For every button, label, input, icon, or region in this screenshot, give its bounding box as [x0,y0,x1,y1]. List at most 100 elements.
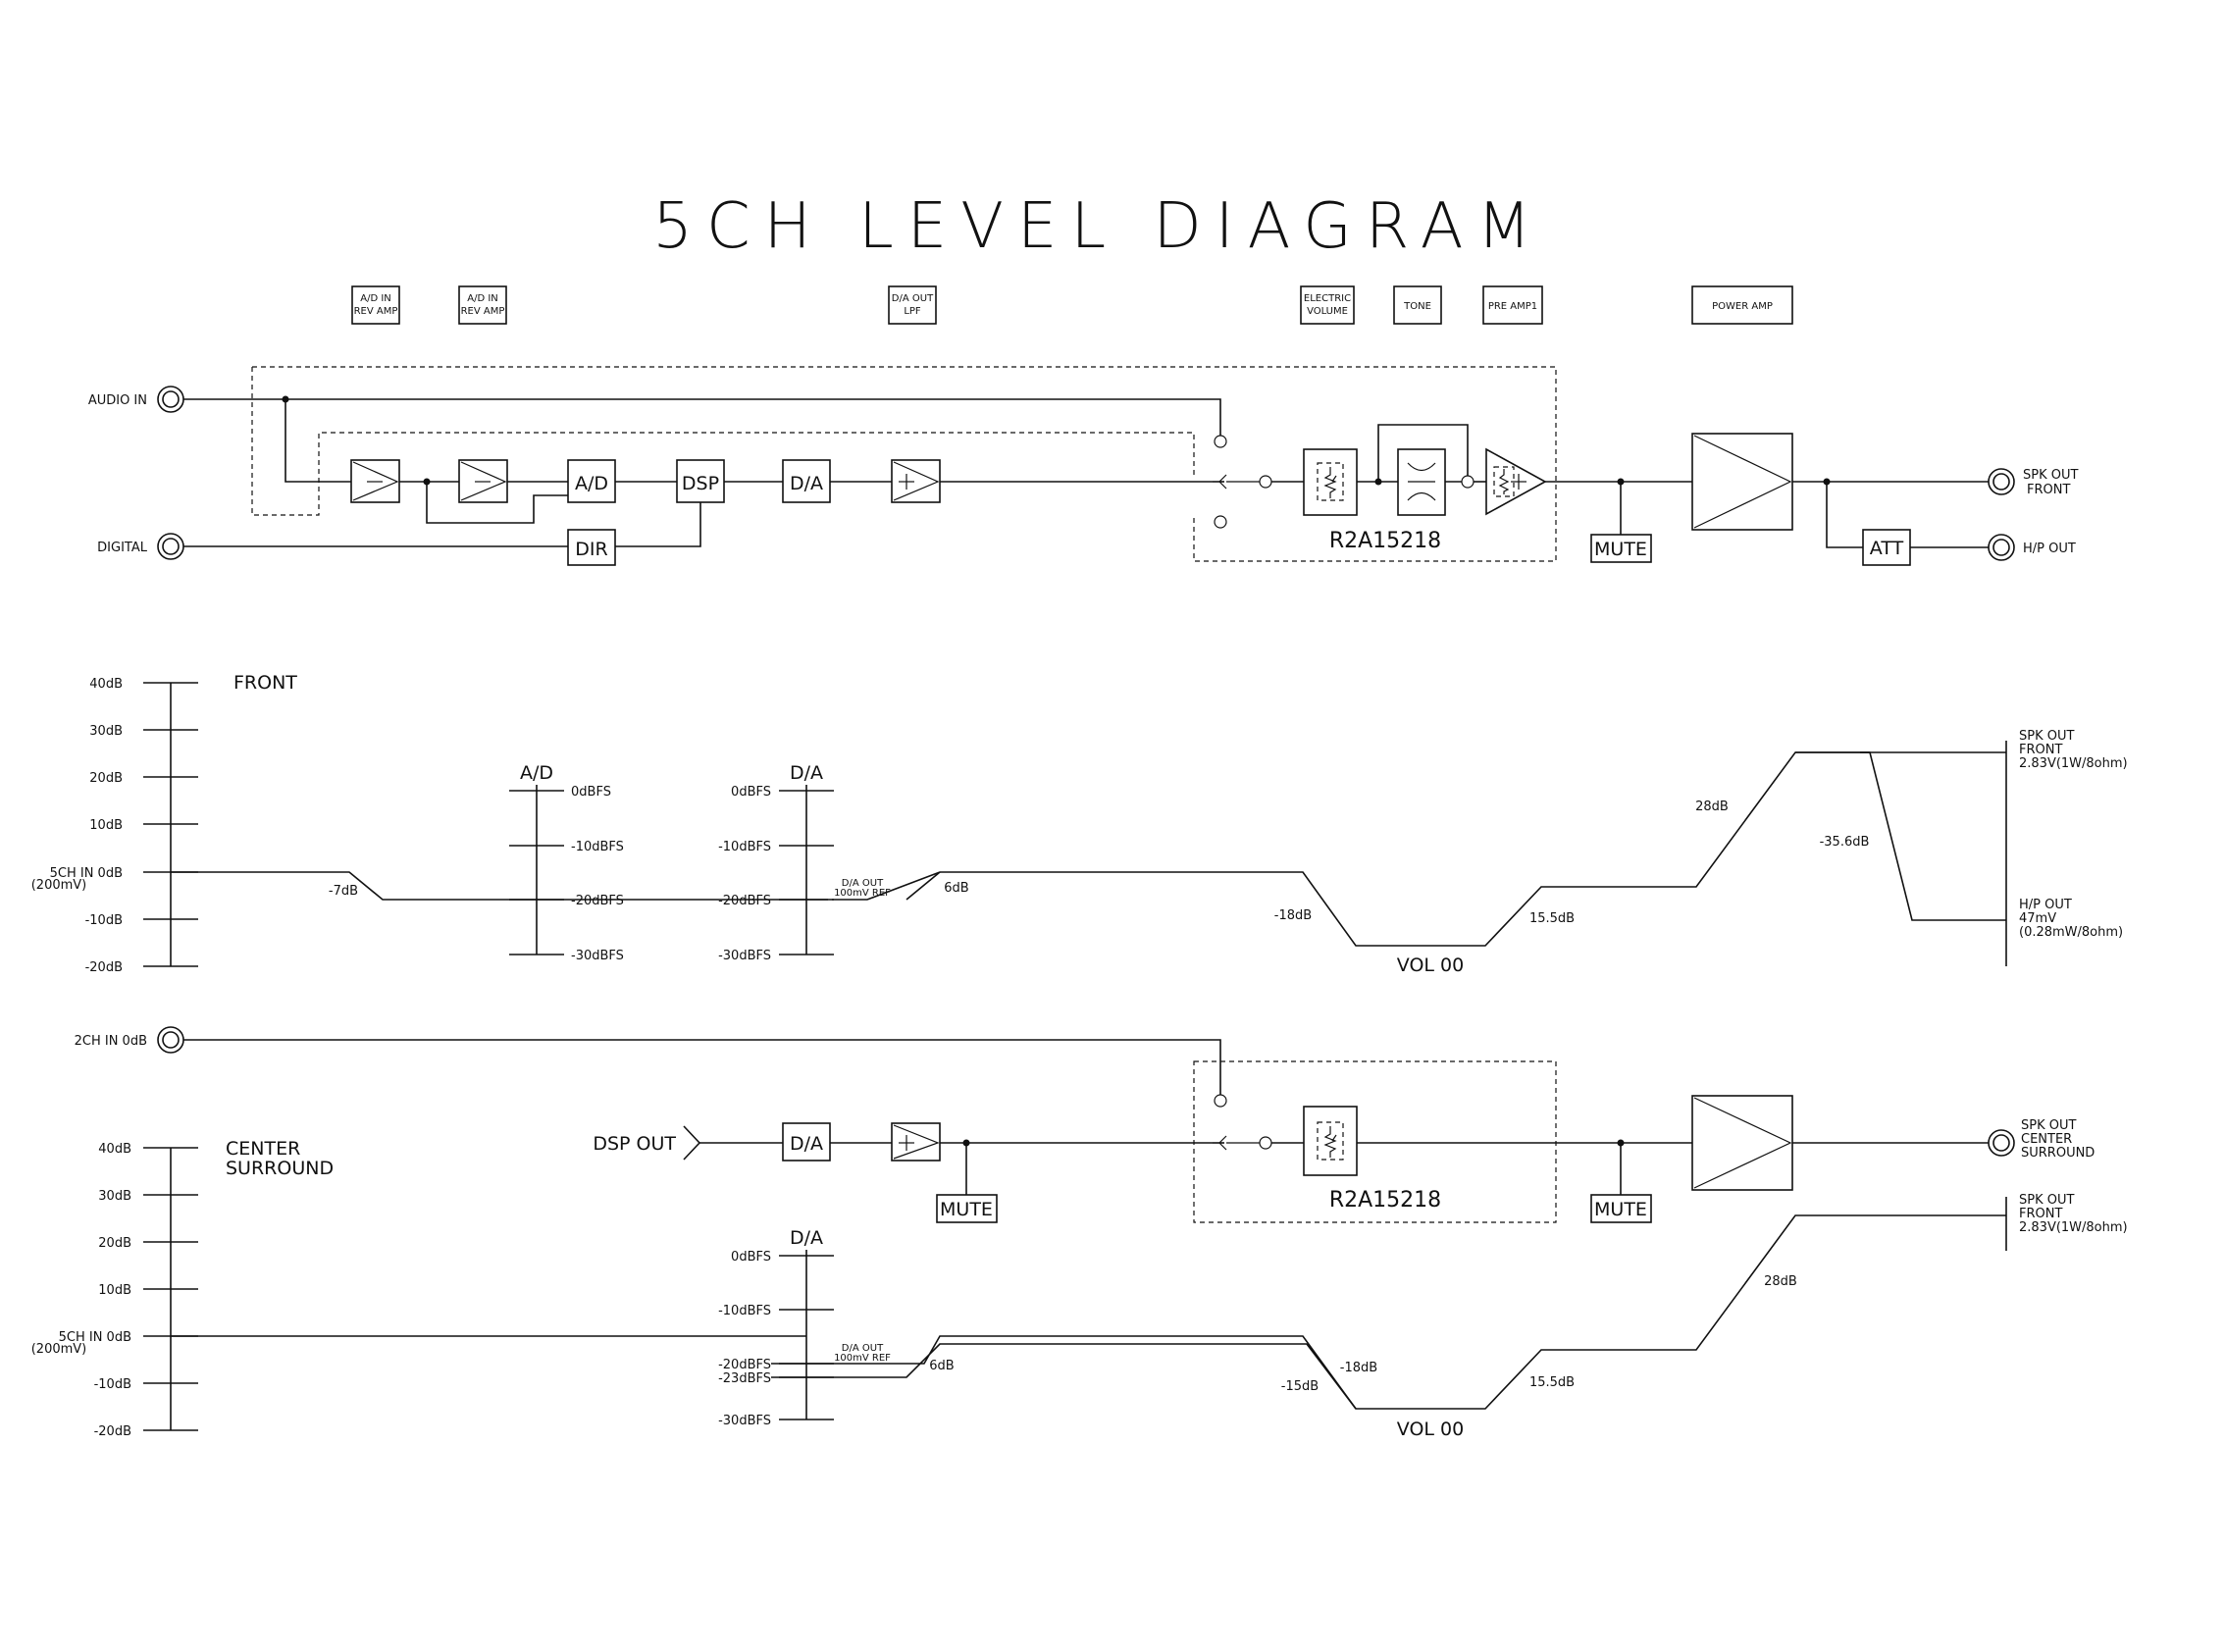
in-2ch-jack-icon [157,1026,184,1054]
da-label: D/A [790,473,823,494]
dashed-outline [251,367,1195,516]
stage-label-line: TONE [1403,301,1431,312]
digital-in-jack-icon [157,533,184,560]
dashed-outline [252,366,1557,562]
annotation: 6dB [929,1359,954,1373]
stage-label-line: LPF [904,306,921,317]
out-hp-label: H/P OUT [2019,898,2072,912]
scale-label: 0dBFS [731,785,771,800]
da-ref-label: D/A OUT [842,878,884,889]
da-converter-block [782,1122,831,1162]
stage-label-power-amp: POWER AMP [1691,285,1793,325]
center-level-trace [771,1343,1357,1410]
power-amp-icon [1691,433,1793,531]
annotation: 28dB [1695,800,1729,814]
scale-label: -30dBFS [718,949,771,963]
spk-out-label: SPK OUT [2021,1118,2076,1133]
stage-label-line: POWER AMP [1712,301,1773,312]
electric-volume-icon [1303,1106,1358,1176]
center-heading: SURROUND [226,1158,334,1179]
mute-label: MUTE [1594,1199,1647,1220]
ic-part-number: R2A15218 [1329,529,1441,553]
att-label: ATT [1870,538,1904,559]
mute-label: MUTE [1594,539,1647,560]
annotation: 15.5dB [1529,1375,1575,1390]
out-spk-label: 2.83V(1W/8ohm) [2019,756,2128,771]
stage-label-line: REV AMP [354,306,398,317]
scale-label: 40dB [89,677,123,692]
annotation: -18dB [1274,908,1312,923]
switch-terminal [1214,435,1227,448]
stage-label-line: A/D IN [360,293,391,304]
scale-label: 40dB [98,1142,131,1157]
stage-label-line: A/D IN [467,293,498,304]
dsp-out-label: DSP OUT [593,1133,676,1155]
hp-out-jack-icon [1988,534,2015,561]
out-hp-label: (0.28mW/8ohm) [2019,925,2123,940]
scale-label: 20dB [98,1236,131,1251]
mute-block [1590,1194,1652,1223]
scale-label: -20dBFS [718,1358,771,1372]
da-scale-title: D/A [790,762,823,784]
electric-volume-icon [1303,448,1358,516]
scale-label: 5CH IN 0dB [50,866,123,881]
annotation: VOL 00 [1397,955,1464,976]
scale-label: -10dB [85,913,123,928]
front-block-diagram: AUDIO IN A/D DSP D [88,366,2078,566]
scale-label: -10dBFS [718,840,771,854]
audio-in-label: AUDIO IN [88,393,147,408]
scale-label: -20dB [85,960,123,975]
annotation: -15dB [1281,1379,1319,1394]
in-2ch-label: 2CH IN 0dB [75,1034,147,1049]
scale-label: -30dBFS [571,949,624,963]
annotation: VOL 00 [1397,1419,1464,1440]
front-heading: FRONT [233,672,297,694]
out-hp-label: 47mV [2019,911,2056,926]
scale-label: 10dB [98,1283,131,1298]
stage-label-ad-in-2: A/D IN REV AMP [458,285,507,325]
audio-in-jack-icon [157,386,184,413]
input-selector-switch-icon [1213,474,1272,529]
rev-amp-1-icon [350,459,400,503]
annotation: 15.5dB [1529,911,1575,926]
lpf-amp-icon [891,459,941,503]
pre-amp-icon [1485,447,1547,516]
power-amp-icon [1691,1095,1793,1191]
da-ref-label: 100mV REF [834,888,891,899]
mute-label: MUTE [940,1199,993,1220]
scale-label: 5CH IN 0dB [59,1330,131,1345]
out-spk-label: 2.83V(1W/8ohm) [2019,1220,2128,1235]
stage-label-line: D/A OUT [892,293,934,304]
out-spk-label: FRONT [2019,743,2062,757]
scale-label: -20dB [94,1424,131,1439]
stage-label-ad-in-1: A/D IN REV AMP [351,285,400,325]
dsp-out-arrow-icon [683,1125,701,1161]
da-converter-block [782,459,831,503]
out-spk-label: SPK OUT [2019,1193,2074,1208]
tone-control-icon [1397,448,1446,516]
front-level-trace [171,751,2006,947]
rev-amp-2-icon [458,459,508,503]
dsp-label: DSP [682,473,719,494]
scale-label: -30dBFS [718,1414,771,1428]
dir-block [567,529,616,566]
diagram-title: 5CH LEVEL DIAGRAM [652,190,1544,263]
digital-in-label: DIGITAL [97,541,148,555]
stage-label-line: VOLUME [1307,306,1348,317]
center-heading: CENTER [226,1138,300,1160]
dir-label: DIR [575,539,607,560]
scale-label: 0dBFS [571,785,611,800]
scale-label: -20dBFS [718,894,771,908]
scale-label: -23dBFS [718,1371,771,1386]
ad-scale-title: A/D [520,762,553,784]
spk-out-jack-icon [1988,1129,2015,1157]
mute-block [936,1194,998,1223]
spk-out-label: FRONT [2027,483,2070,497]
annotation: -18dB [1340,1361,1377,1375]
spk-out-jack-icon [1988,468,2015,495]
stage-label-line: PRE AMP1 [1488,301,1537,312]
annotation: 6dB [944,881,968,896]
ic-part-number: R2A15218 [1329,1188,1441,1213]
